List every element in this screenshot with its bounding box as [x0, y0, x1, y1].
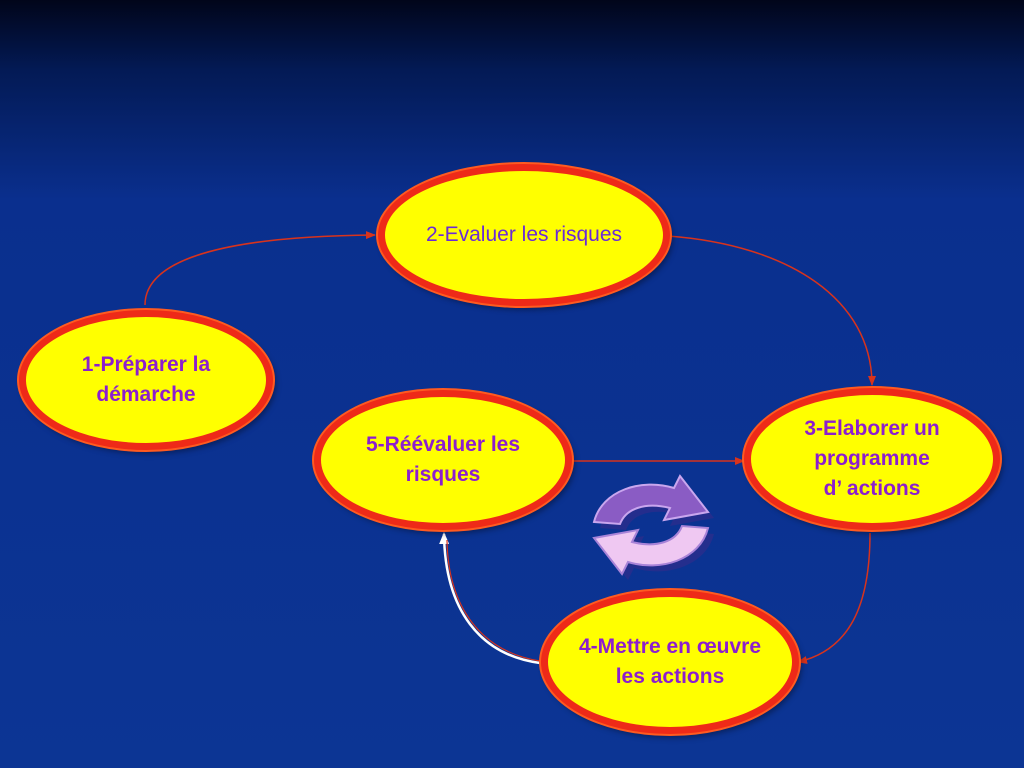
node-label-line: 2-Evaluer les risques: [425, 223, 623, 246]
node-program-text: 3-Elaborer un programme d’ actions: [804, 414, 939, 504]
edge-n3-n4: [797, 532, 871, 664]
edge-n4-n5: [439, 532, 541, 665]
edge-n2-n3: [667, 235, 876, 386]
node-label-line: 4-Mettre en œuvre: [578, 635, 762, 658]
node-implement: 4-Mettre en œuvre les actions: [541, 590, 799, 734]
node-label-line: 3-Elaborer un: [804, 417, 940, 440]
node-label-line: 1-Préparer la: [81, 353, 211, 376]
node-prepare: 1-Préparer la démarche: [19, 310, 273, 450]
node-evaluate: 2-Evaluer les risques: [378, 164, 670, 306]
refresh-cycle-icon: [592, 474, 714, 580]
node-reassess-text: 5-Réévaluer les risques: [366, 430, 520, 490]
node-label-line: d’ actions: [823, 477, 921, 500]
node-label-line: démarche: [96, 383, 196, 406]
node-evaluate-text: 2-Evaluer les risques: [426, 220, 622, 250]
node-implement-text: 4-Mettre en œuvre les actions: [579, 632, 761, 692]
node-prepare-text: 1-Préparer la démarche: [82, 350, 210, 410]
node-program: 3-Elaborer un programme d’ actions: [744, 388, 1000, 530]
node-label-line: les actions: [615, 665, 725, 688]
node-label-line: risques: [405, 463, 481, 486]
node-reassess: 5-Réévaluer les risques: [314, 390, 572, 530]
node-label-line: 5-Réévaluer les: [365, 433, 521, 456]
edge-n1-n2: [144, 231, 376, 306]
node-label-line: programme: [814, 447, 930, 470]
